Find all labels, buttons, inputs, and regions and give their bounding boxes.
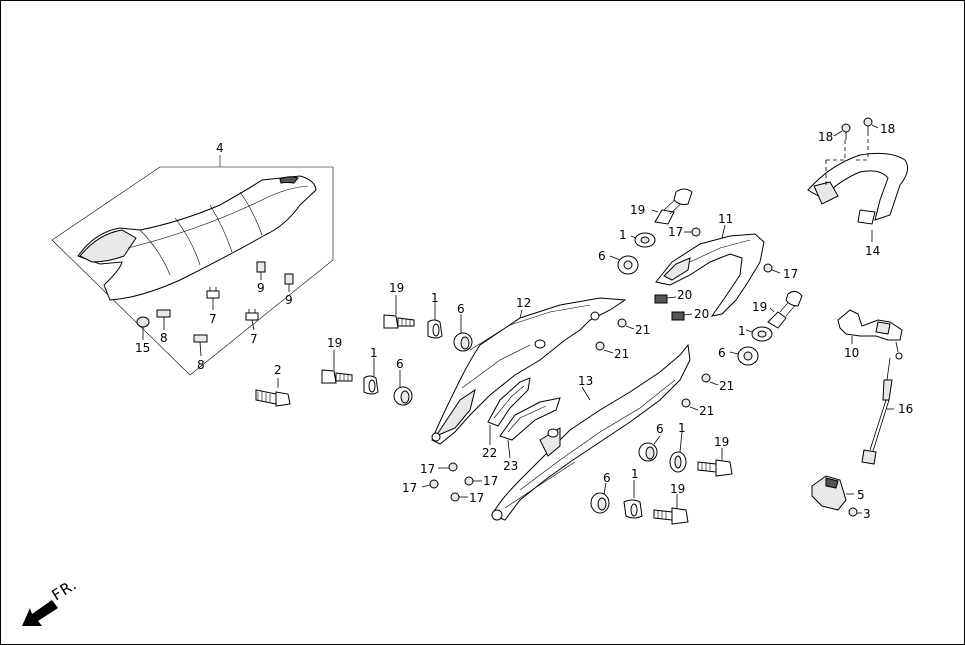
label-20b: 20 bbox=[694, 307, 709, 321]
label-1c: 1 bbox=[619, 228, 627, 242]
bolt-set-center-top bbox=[609, 188, 693, 275]
seat-lock-part-10 bbox=[837, 309, 903, 344]
label-1e: 1 bbox=[678, 421, 686, 435]
label-6d: 6 bbox=[718, 346, 726, 360]
label-19e: 19 bbox=[714, 435, 729, 449]
label-1d: 1 bbox=[738, 324, 746, 338]
label-21a: 21 bbox=[635, 323, 650, 337]
seat-part-4 bbox=[77, 175, 317, 301]
label-6b: 6 bbox=[396, 357, 404, 371]
label-7a: 7 bbox=[209, 312, 217, 326]
label-19b: 19 bbox=[327, 336, 342, 350]
label-8b: 8 bbox=[197, 358, 205, 372]
label-16: 16 bbox=[898, 402, 913, 416]
label-13: 13 bbox=[578, 374, 593, 388]
bracket-part-22 bbox=[487, 377, 531, 445]
label-21b: 21 bbox=[614, 347, 629, 361]
bolt-set-right-lower bbox=[638, 431, 733, 477]
bolt-set-left-upper bbox=[383, 295, 473, 352]
label-17e: 17 bbox=[668, 225, 683, 239]
label-18b: 18 bbox=[880, 122, 895, 136]
label-6f: 6 bbox=[603, 471, 611, 485]
label-5: 5 bbox=[857, 488, 865, 502]
bolt-set-right-upper bbox=[729, 290, 803, 366]
label-7b: 7 bbox=[250, 332, 258, 346]
label-10: 10 bbox=[844, 346, 859, 360]
label-3: 3 bbox=[863, 507, 871, 521]
bracket-part-5 bbox=[811, 475, 854, 511]
label-8a: 8 bbox=[160, 331, 168, 345]
label-19f: 19 bbox=[670, 482, 685, 496]
label-2: 2 bbox=[274, 363, 282, 377]
label-4: 4 bbox=[216, 141, 224, 155]
label-21c: 21 bbox=[719, 379, 734, 393]
seat-group-boundary bbox=[51, 155, 334, 376]
front-direction-label: FR. bbox=[49, 575, 81, 604]
bracket-part-23 bbox=[499, 397, 561, 459]
screw-part-3 bbox=[848, 507, 862, 517]
tail-cowl-part-11 bbox=[655, 224, 781, 317]
bolt-set-left-lower bbox=[321, 350, 413, 406]
front-direction-arrow: FR. bbox=[22, 575, 80, 626]
label-6e: 6 bbox=[656, 422, 664, 436]
label-12: 12 bbox=[516, 296, 531, 310]
label-20a: 20 bbox=[677, 288, 692, 302]
label-9b: 9 bbox=[285, 293, 293, 307]
label-19a: 19 bbox=[389, 281, 404, 295]
clips-20-21 bbox=[595, 294, 719, 411]
grab-rail-part-14 bbox=[807, 132, 909, 242]
label-18a: 18 bbox=[818, 130, 833, 144]
bolts-part-18 bbox=[833, 117, 879, 140]
label-1b: 1 bbox=[370, 346, 378, 360]
label-19c: 19 bbox=[630, 203, 645, 217]
lock-cable-part-16 bbox=[861, 341, 903, 465]
label-23: 23 bbox=[503, 459, 518, 473]
label-19d: 19 bbox=[752, 300, 767, 314]
bolt-part-2 bbox=[255, 378, 291, 407]
label-22: 22 bbox=[482, 446, 497, 460]
label-21d: 21 bbox=[699, 404, 714, 418]
bolt-set-bottom-center bbox=[590, 480, 689, 525]
label-14: 14 bbox=[865, 244, 880, 258]
label-6c: 6 bbox=[598, 249, 606, 263]
side-cover-part-13 bbox=[491, 343, 691, 521]
seat-small-parts bbox=[136, 261, 294, 357]
label-11: 11 bbox=[718, 212, 733, 226]
side-cover-part-12 bbox=[431, 297, 627, 445]
label-17a: 17 bbox=[420, 462, 435, 476]
label-9a: 9 bbox=[257, 281, 265, 295]
label-15: 15 bbox=[135, 341, 150, 355]
label-1a: 1 bbox=[431, 291, 439, 305]
label-17f: 17 bbox=[783, 267, 798, 281]
arrow-icon bbox=[22, 600, 58, 626]
label-1f: 1 bbox=[631, 467, 639, 481]
label-17b: 17 bbox=[483, 474, 498, 488]
screws-17-cluster bbox=[421, 462, 482, 502]
label-6a: 6 bbox=[457, 302, 465, 316]
label-17d: 17 bbox=[469, 491, 484, 505]
callout-labels: 4 9 9 7 7 8 8 15 2 19 1 6 19 1 6 12 13 2… bbox=[135, 122, 913, 521]
label-17c: 17 bbox=[402, 481, 417, 495]
